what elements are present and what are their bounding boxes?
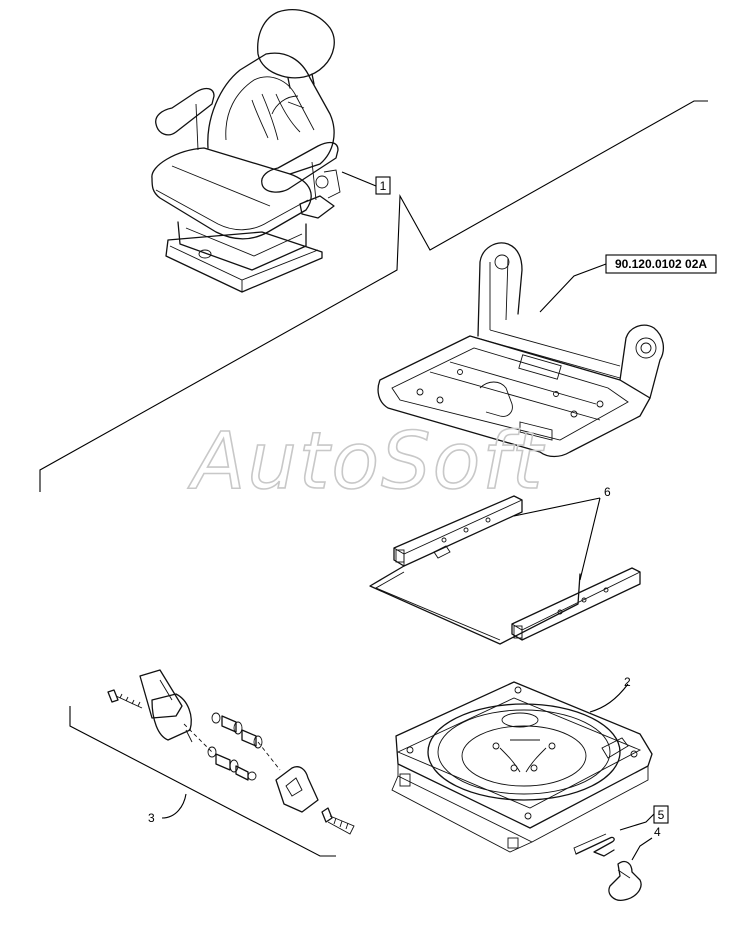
callout-3[interactable]: 3 (148, 811, 155, 825)
callout-6[interactable]: 6 (604, 485, 611, 499)
group-bracket-line (39, 100, 708, 492)
leader-line-5 (619, 813, 655, 831)
svg-text:90.120.0102 02A: 90.120.0102 02A (615, 257, 707, 271)
leader-line-6 (513, 497, 601, 581)
leader-line-2 (589, 683, 629, 713)
seat-belt-kit-drawing[interactable] (107, 669, 355, 835)
seat-assembly-drawing[interactable] (151, 9, 341, 293)
callout-4[interactable]: 4 (654, 825, 661, 839)
svg-text:5: 5 (658, 808, 665, 822)
leader-line-1 (341, 171, 377, 187)
callout-2[interactable]: 2 (624, 675, 631, 689)
slide-rails-drawing[interactable] (369, 495, 641, 645)
seat-frame-drawing[interactable] (377, 242, 665, 458)
leader-line-3 (161, 793, 187, 819)
reference-code-box[interactable]: 90.120.0102 02A (605, 254, 717, 274)
leader-line-4 (631, 837, 653, 861)
watermark-text: AutoSoft (187, 417, 545, 507)
group-bracket-line-3 (69, 706, 336, 857)
svg-text:1: 1 (380, 179, 387, 193)
callout-1[interactable]: 1 (375, 176, 391, 195)
swivel-lever-drawing[interactable] (573, 833, 615, 857)
handle-drawing[interactable] (608, 860, 642, 901)
leader-line-ref (539, 263, 607, 313)
callout-5[interactable]: 5 (653, 805, 669, 824)
swivel-plate-drawing[interactable] (391, 681, 653, 853)
